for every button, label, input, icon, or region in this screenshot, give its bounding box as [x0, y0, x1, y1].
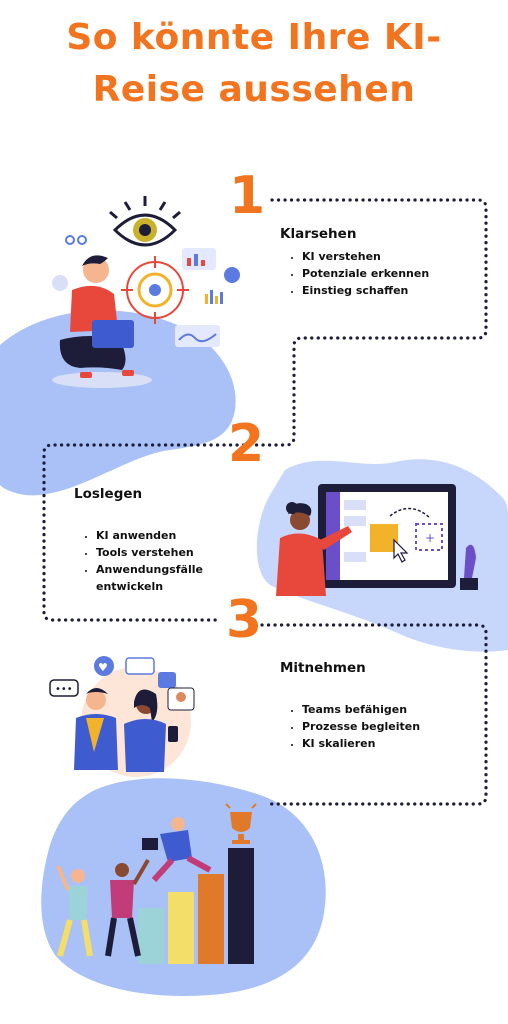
- target-icon: [121, 256, 189, 324]
- briefcase-icon: [142, 838, 158, 850]
- page-title-line-1: So könnte Ihre KI-: [66, 17, 442, 58]
- page-title-line-2: Reise aussehen: [92, 69, 416, 110]
- list-item: KI anwenden: [96, 527, 216, 544]
- person-figure: [52, 255, 152, 388]
- sticky-note: [370, 524, 398, 552]
- list-item: Potenziale erkennen: [302, 265, 429, 282]
- user-icon: [224, 267, 240, 283]
- step-2-number: 2: [228, 414, 265, 474]
- svg-text:+: +: [425, 531, 435, 545]
- chat-bubble-icon: [49, 679, 79, 697]
- list-item: Anwendungsfälle entwickeln: [96, 561, 216, 595]
- svg-text:♥: ♥: [98, 661, 108, 674]
- like-icon: [125, 657, 155, 675]
- illustration-growth-bars: [56, 803, 257, 964]
- laptop-icon: [92, 320, 134, 348]
- emoji-icon: [158, 672, 176, 688]
- journey-path: [42, 198, 488, 622]
- illustration-analyst-laptop: [52, 196, 240, 388]
- step-1-heading: Klarsehen: [280, 226, 357, 242]
- phone-icon: [168, 726, 178, 742]
- bar: [198, 874, 224, 964]
- list-item: Einstieg schaffen: [302, 282, 429, 299]
- person-figure: [105, 858, 150, 957]
- blob-1: [0, 310, 236, 496]
- user-icon: [52, 275, 68, 291]
- illustration-whiteboard: +: [276, 484, 478, 596]
- illustration-team-social: ♥ •••: [49, 656, 195, 777]
- person-figure: [124, 689, 178, 772]
- bar: [138, 908, 164, 964]
- step-1-list: KI verstehen Potenziale erkennen Einstie…: [286, 248, 429, 299]
- step-1-number: 1: [229, 166, 266, 226]
- trophy-icon: [225, 803, 257, 844]
- heart-icon: [94, 656, 114, 676]
- person-figure: [142, 817, 212, 883]
- list-item: Teams befähigen: [302, 701, 420, 718]
- svg-text:•••: •••: [55, 684, 73, 695]
- list-item: KI skalieren: [302, 735, 420, 752]
- bar: [228, 848, 254, 964]
- person-figure: [74, 688, 118, 770]
- step-2-list: KI anwenden Tools verstehen Anwendungsfä…: [80, 527, 216, 595]
- step-2-heading: Loslegen: [74, 486, 143, 502]
- list-item: Prozesse begleiten: [302, 718, 420, 735]
- bar: [168, 892, 194, 964]
- person-figure: [276, 502, 352, 596]
- graph-card: [175, 325, 220, 347]
- person-figure: [56, 865, 93, 957]
- plant-icon: [464, 544, 476, 578]
- step-3-number: 3: [226, 590, 263, 650]
- step-3-list: Teams befähigen Prozesse begleiten KI sk…: [286, 701, 420, 752]
- list-item: KI verstehen: [302, 248, 429, 265]
- list-item: Tools verstehen: [96, 544, 216, 561]
- step-3-heading: Mitnehmen: [280, 660, 366, 676]
- eye-icon: [109, 196, 181, 247]
- cursor-icon: [393, 538, 409, 563]
